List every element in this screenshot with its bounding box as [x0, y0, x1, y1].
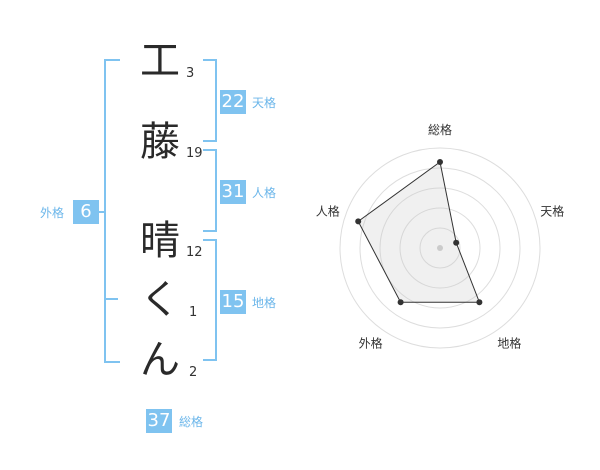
chikaku-label: 地格 — [252, 296, 277, 310]
soukaku-value-badge: 37 — [146, 409, 172, 433]
radar-center-dot — [437, 245, 443, 251]
radar-points — [355, 159, 483, 306]
jinkaku-bracket — [203, 149, 217, 232]
name-char-3: 晴 — [140, 218, 180, 264]
name-char-4: く — [140, 277, 180, 323]
radar-data-polygon — [357, 161, 481, 303]
tenkaku-label: 天格 — [252, 96, 277, 110]
radar-ring-1 — [419, 227, 461, 269]
radar-point-2 — [476, 299, 483, 306]
chikaku-value-badge: 15 — [220, 290, 246, 314]
radar-axis-label-1: 天格 — [540, 204, 564, 219]
tenkaku-value-badge: 22 — [220, 90, 246, 114]
radar-axis-label-3: 外格 — [359, 336, 383, 351]
radar-rings — [339, 147, 541, 349]
radar-axis-label-2: 地格 — [497, 336, 521, 351]
soukaku-label: 総格 — [179, 415, 204, 429]
stroke-count-1: 3 — [186, 66, 195, 81]
gaikaku-bracket-divider — [104, 298, 118, 300]
stroke-count-5: 2 — [189, 365, 198, 380]
radar-ring-5 — [339, 147, 541, 349]
stroke-count-3: 12 — [186, 245, 203, 260]
stroke-count-4: 1 — [189, 305, 198, 320]
jinkaku-value-badge: 31 — [220, 180, 246, 204]
radar-axis-label-4: 人格 — [316, 204, 340, 219]
radar-point-3 — [397, 299, 404, 306]
name-char-1: 工 — [140, 38, 180, 84]
gaikaku-value-badge: 6 — [73, 200, 99, 224]
stroke-count-2: 19 — [186, 146, 203, 161]
radar-point-1 — [453, 239, 460, 246]
name-char-5: ん — [140, 337, 180, 383]
tenkaku-bracket — [203, 59, 217, 142]
radar-ring-4 — [359, 167, 521, 329]
chikaku-bracket — [203, 239, 217, 361]
radar-point-0 — [437, 159, 443, 165]
jinkaku-label: 人格 — [252, 186, 277, 200]
gaikaku-bracket-tick — [96, 211, 106, 213]
radar-ring-2 — [399, 207, 481, 289]
radar-axis-label-0: 総格 — [428, 122, 452, 137]
name-char-2: 藤 — [140, 119, 180, 165]
gaikaku-bracket — [104, 59, 120, 363]
gaikaku-label: 外格 — [40, 206, 65, 220]
radar-ring-3 — [379, 187, 501, 309]
radar-point-4 — [355, 218, 362, 225]
